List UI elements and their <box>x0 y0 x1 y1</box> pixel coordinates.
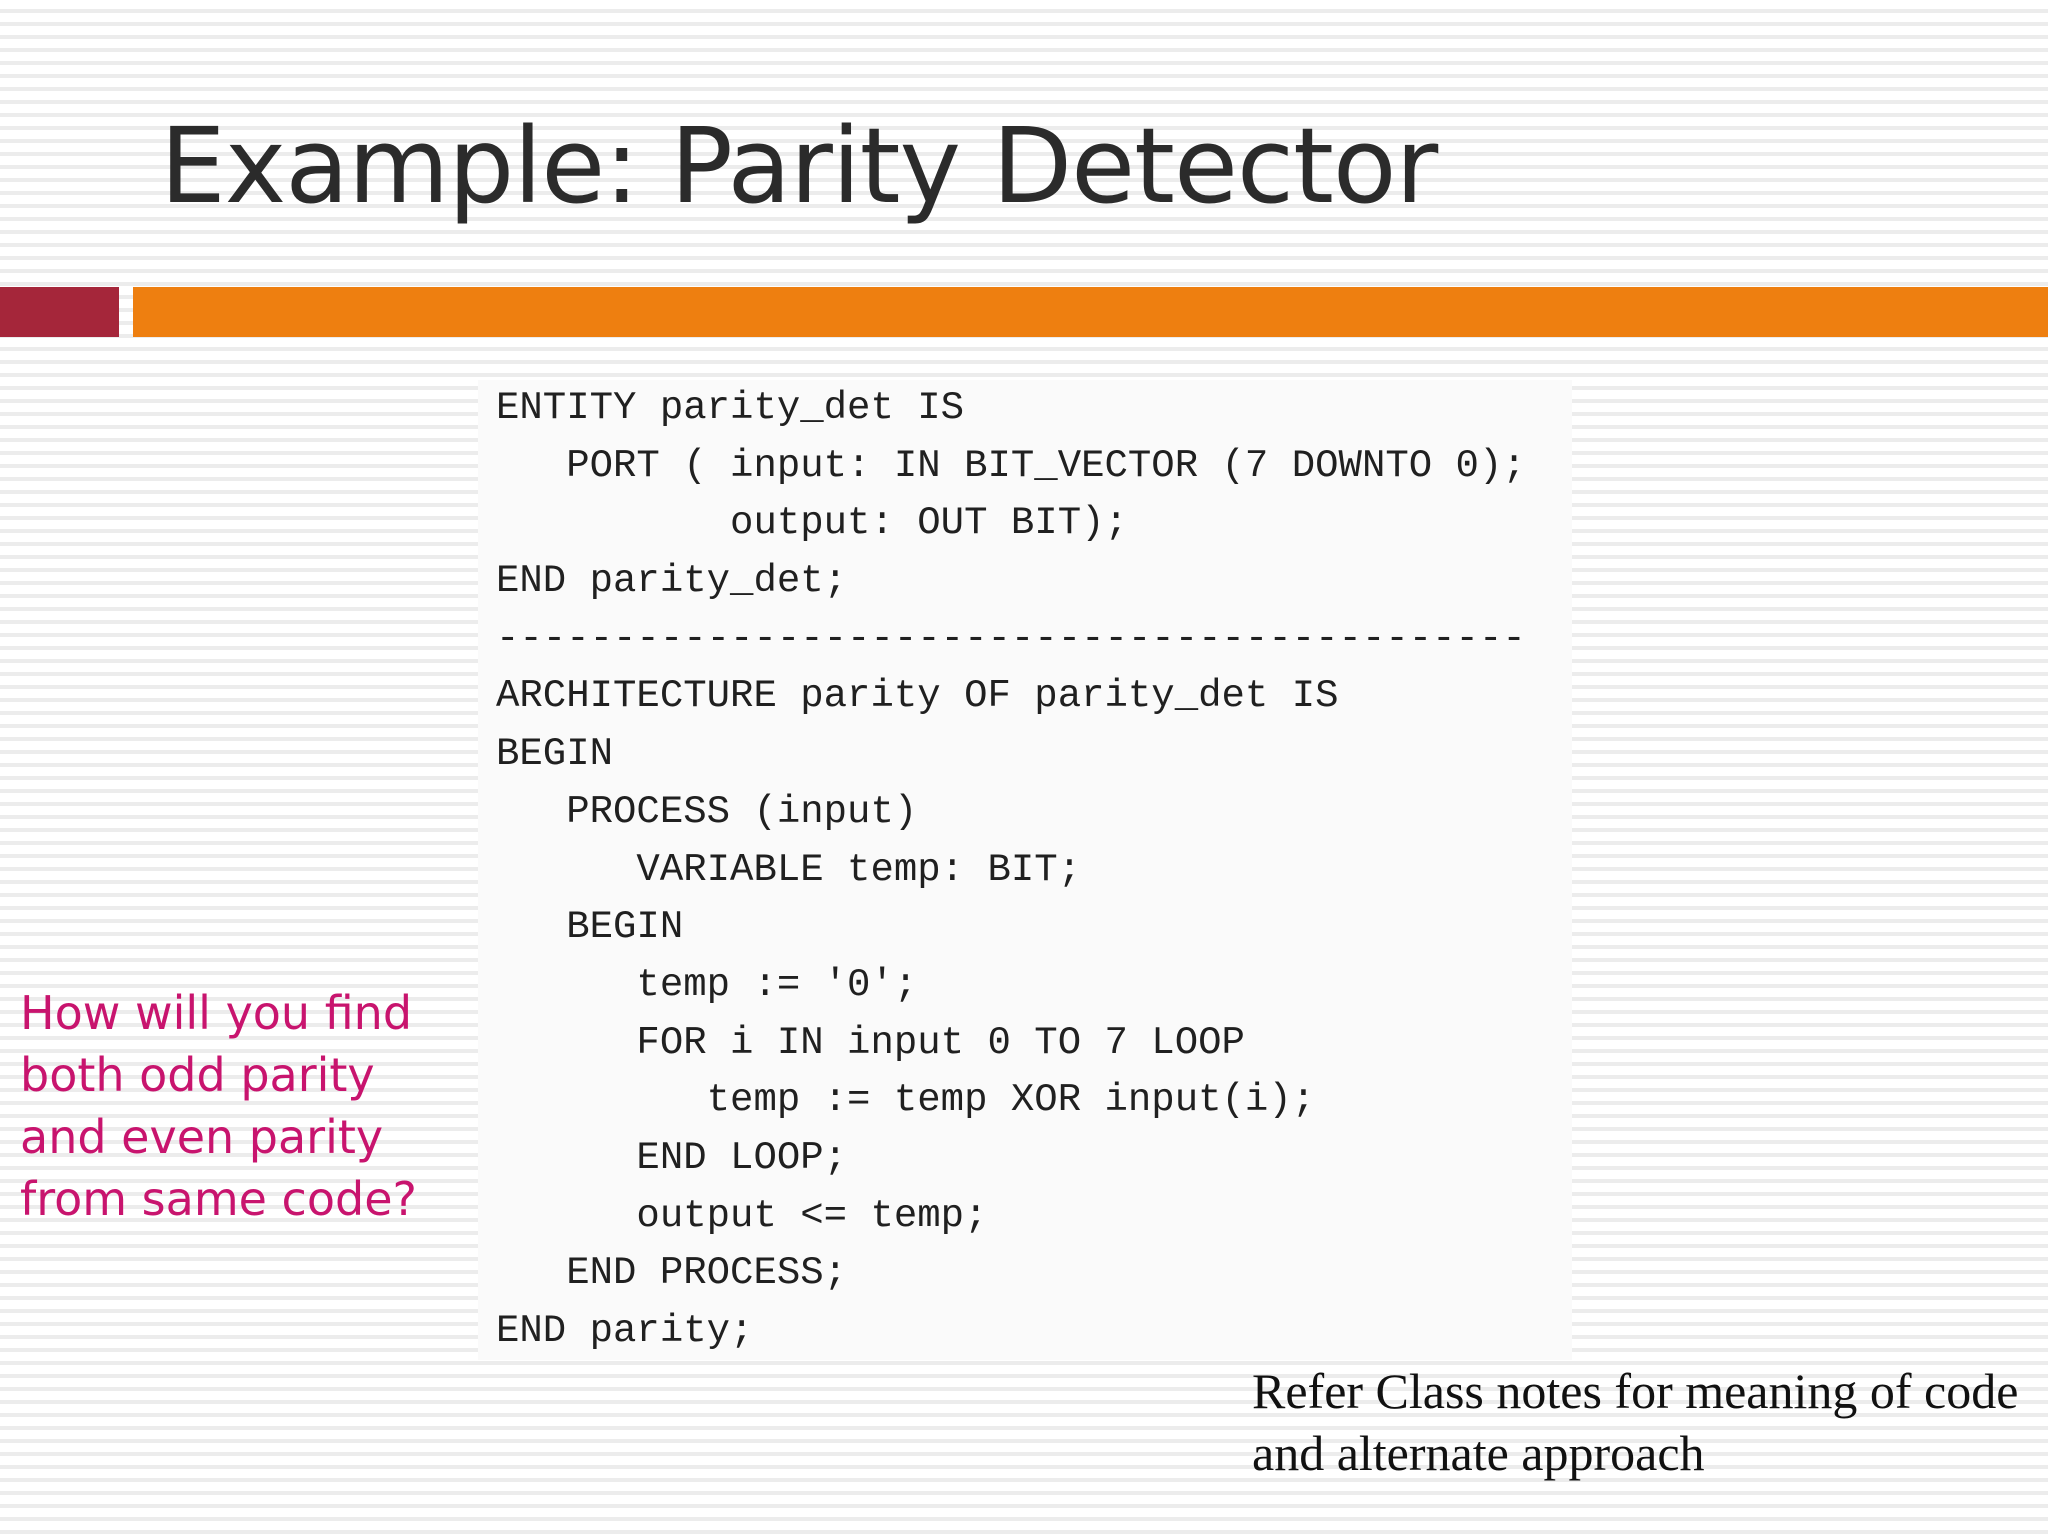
code-line: temp := '0'; <box>496 962 918 1007</box>
code-line: output: OUT BIT); <box>496 501 1128 546</box>
code-line: PROCESS (input) <box>496 789 918 834</box>
code-line: ARCHITECTURE parity OF parity_det IS <box>496 674 1339 719</box>
reference-note: Refer Class notes for meaning of code an… <box>1252 1363 2019 1481</box>
code-line: END PROCESS; <box>496 1251 848 1296</box>
code-line: BEGIN <box>496 732 614 777</box>
accent-bar-orange <box>133 287 2048 337</box>
code-line: ENTITY parity_det IS <box>496 386 965 430</box>
question-text: How will you find both odd parity and ev… <box>20 986 417 1226</box>
code-line: END parity_det; <box>496 559 848 604</box>
accent-bar-red <box>0 287 119 337</box>
code-line: temp := temp XOR input(i); <box>496 1078 1316 1123</box>
code-line: output <= temp; <box>496 1193 988 1238</box>
slide-title: Example: Parity Detector <box>160 105 1438 227</box>
code-line: PORT ( input: IN BIT_VECTOR (7 DOWNTO 0)… <box>496 443 1526 488</box>
code-line: END LOOP; <box>496 1135 848 1180</box>
code-block: ENTITY parity_det IS PORT ( input: IN BI… <box>496 380 1526 1361</box>
code-line: FOR i IN input 0 TO 7 LOOP <box>496 1020 1245 1065</box>
code-panel <box>478 380 1572 1360</box>
code-line: VARIABLE temp: BIT; <box>496 847 1082 892</box>
code-separator-line: ----------------------------------------… <box>496 616 1526 661</box>
code-line: END parity; <box>496 1309 754 1353</box>
code-line: BEGIN <box>496 905 684 950</box>
